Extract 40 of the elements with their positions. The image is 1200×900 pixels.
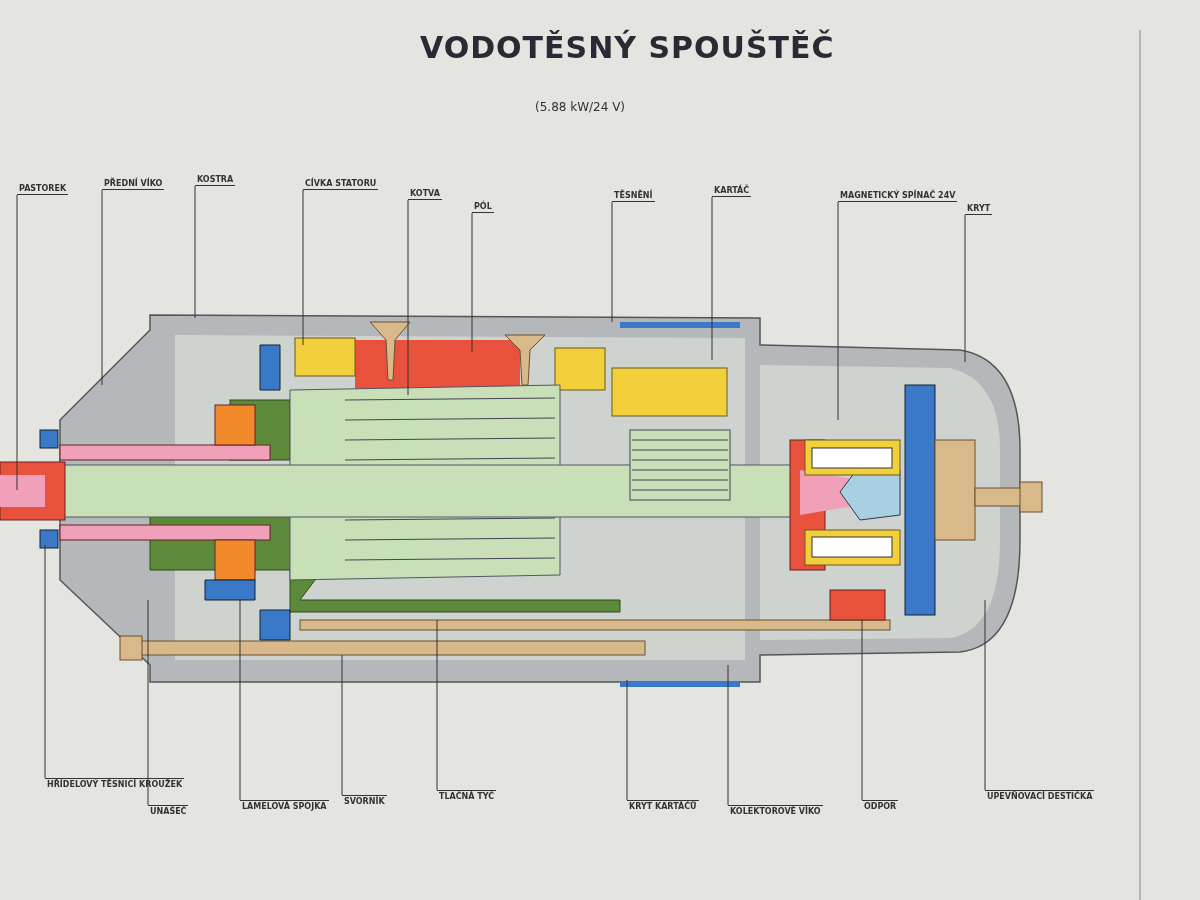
leader-line [302,189,304,346]
part-label: UNAŠEČ [148,805,189,817]
part-label: LAMELOVÁ SPOJKA [240,800,329,812]
part-label: MAGNETICKÝ SPÍNAČ 24V [838,190,958,202]
leader-line [407,199,409,396]
leader-line [194,185,196,319]
part-label: KRYT [965,203,993,215]
part-label: CÍVKA STATORU [303,178,379,190]
leader-line [611,201,613,323]
part-label: KOSTRA [195,174,236,186]
leader-line [727,664,729,806]
part-label: TĚSNĚNÍ [612,190,655,202]
leader-line [471,212,473,353]
part-label: HŘÍDELOVÝ TĚSNICÍ KROUŽEK [45,778,185,790]
leader-line [626,679,628,801]
leader-line [147,599,149,806]
leader-line [711,196,713,361]
part-label: PASTOREK [17,183,69,195]
part-label: SVORNÍK [342,795,387,807]
part-label: PŘEDNÍ VÍKO [102,178,165,190]
part-label: UPEVŇOVACÍ DESTIČKA [985,790,1095,802]
part-label: TLAČNÁ TYČ [437,790,497,802]
part-label: KARTÁČ [712,185,752,197]
subtitle: (5.88 kW/24 V) [535,100,626,114]
part-label: KOLEKTOROVÉ VÍKO [728,805,823,817]
part-label: KRYT KARTÁČŮ [627,800,699,812]
leader-line [984,599,986,791]
part-label: PÓL [472,201,494,213]
part-label: KOTVA [408,188,442,200]
leader-line [239,599,241,801]
title: VODOTĚSNÝ SPOUŠTĚČ [420,30,835,65]
leader-line [101,189,103,386]
part-label: ODPOR [862,800,899,812]
leader-line [44,544,46,779]
leader-line [341,654,343,796]
leader-line [436,619,438,791]
leader-line [861,619,863,801]
leader-line [16,194,18,491]
leader-line [964,214,966,363]
leader-line [837,201,839,421]
